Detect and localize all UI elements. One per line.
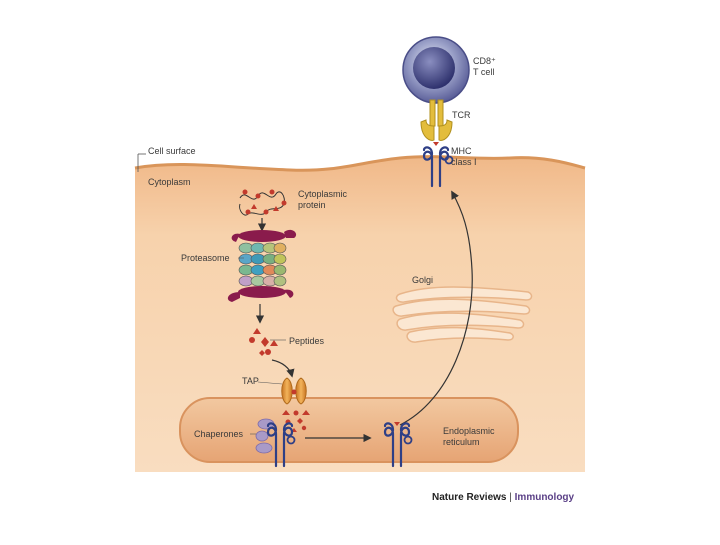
proteasome-shape: [227, 229, 297, 302]
mhc-class-i-er-left: [266, 422, 296, 468]
tcr-label: TCR: [452, 110, 471, 120]
cytoplasmic-protein: [239, 189, 287, 216]
cd8-label-line1: CD8⁺: [473, 56, 496, 66]
golgi-shape: [392, 286, 533, 343]
er-peptides: [282, 410, 310, 432]
mhc-label-line2: class I: [451, 157, 477, 167]
tap-label: TAP: [242, 376, 259, 386]
journal-name: Nature Reviews: [432, 492, 507, 503]
er-label-line1: Endoplasmic: [443, 426, 495, 436]
cytoplasm-label: Cytoplasm: [148, 177, 191, 187]
peptides-shape: [249, 328, 278, 356]
proteasome-label: Proteasome: [181, 253, 230, 263]
chaperones-shape: [255, 418, 275, 454]
cd8-t-cell: [402, 36, 470, 104]
footer-separator: |: [509, 492, 512, 503]
er-label-line2: reticulum: [443, 437, 480, 447]
tap-shape: [281, 377, 307, 405]
peptides-label: Peptides: [289, 336, 325, 346]
mhc-class-i-er-right: [383, 422, 413, 468]
journal-section: Immunology: [514, 492, 575, 503]
chaperones-label: Chaperones: [194, 429, 244, 439]
tcr-shape: [420, 99, 453, 141]
peptides-to-tap-arrow: [271, 359, 295, 378]
mhc-label-line1: MHC: [451, 146, 472, 156]
cd8-label-line2: T cell: [473, 67, 495, 77]
golgi-label: Golgi: [412, 275, 434, 285]
trafficking-arrow: [399, 190, 473, 426]
journal-footer: Nature Reviews | Immunology: [432, 492, 574, 504]
cell-surface-label: Cell surface: [148, 146, 196, 156]
cell-membrane: [134, 155, 586, 172]
cytoplasmic-protein-label-line2: protein: [298, 200, 326, 210]
cytoplasmic-protein-label-line1: Cytoplasmic: [298, 189, 348, 199]
mhc-class-i-membrane: [422, 146, 454, 188]
